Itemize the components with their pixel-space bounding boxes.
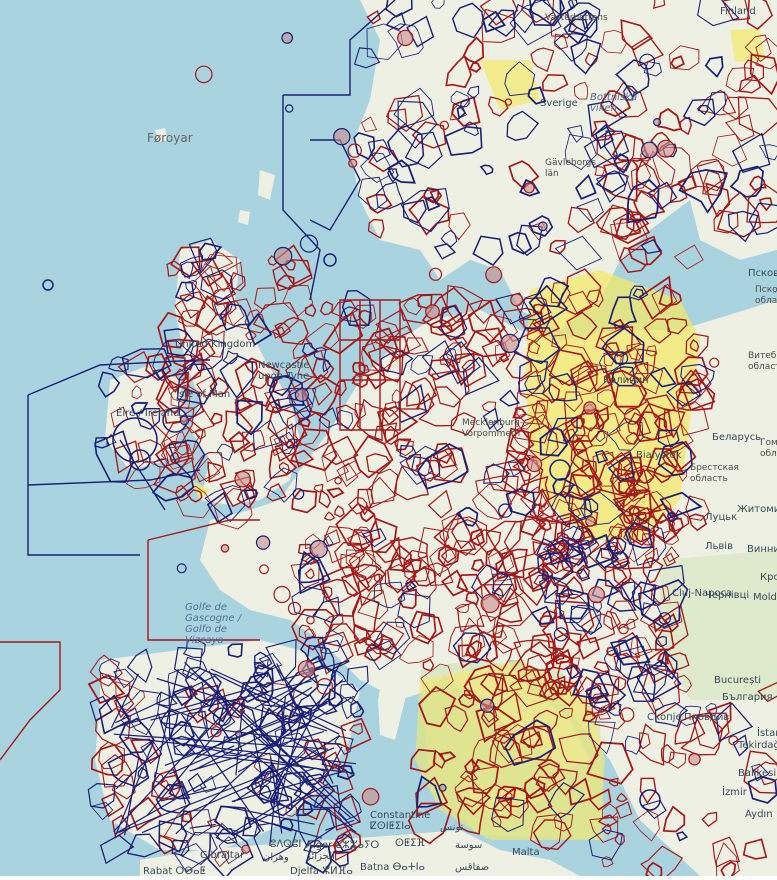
label-skopje: Скопје xyxy=(647,711,682,723)
label-zhytomyr: Житомир xyxy=(737,504,777,515)
label-lviv: Львів xyxy=(705,540,733,552)
airspace-circle[interactable] xyxy=(658,140,675,157)
airspace-circle[interactable] xyxy=(235,472,250,487)
label-moldova: Molda xyxy=(753,592,777,603)
airspace-circle[interactable] xyxy=(349,159,357,167)
label-belarus: Беларусь xyxy=(712,432,761,443)
airspace-circle[interactable] xyxy=(486,267,502,283)
label-vasterbotten: Västerbottens xyxy=(545,13,608,23)
airspace-circle[interactable] xyxy=(481,699,494,712)
label-finland: Finland xyxy=(720,6,756,17)
label-batna: Batna ⴱⴰⵜⵏⴰ xyxy=(360,862,425,873)
label-aydin: Aydın xyxy=(745,809,773,820)
label-uk: United Kingdom xyxy=(175,339,255,350)
airspace-circle[interactable] xyxy=(589,587,605,603)
airspace-circle[interactable] xyxy=(439,784,446,791)
airspace-circle[interactable] xyxy=(298,661,314,677)
airspace-circle[interactable] xyxy=(426,305,440,319)
airspace-circle[interactable] xyxy=(501,334,519,352)
label-setif: ⵙⵟⵉⴼ xyxy=(395,838,425,849)
label-istanbul: İstan xyxy=(757,726,777,739)
label-izmir: İzmir xyxy=(722,785,748,798)
label-pskov-obl: Псковобла xyxy=(755,285,777,306)
airspace-circle[interactable] xyxy=(221,545,228,552)
label-kaliningrad: Калинин xyxy=(603,375,649,386)
label-tekirdag: Tekirdağ xyxy=(737,739,777,751)
airspace-circle[interactable] xyxy=(689,754,700,765)
airspace-circle[interactable] xyxy=(334,129,350,145)
label-lutsk: Луцьк xyxy=(705,512,737,523)
label-malta: Malta xyxy=(512,847,540,858)
airspace-circle[interactable] xyxy=(654,119,661,126)
label-oujda: ⵓⴷⵕⵓⵏ xyxy=(270,839,301,850)
airspace-circle[interactable] xyxy=(511,294,523,306)
airspace-circle[interactable] xyxy=(295,388,308,401)
airspace-circle[interactable] xyxy=(586,517,596,527)
label-rabat: Rabat ⵔⴱⴰⵟ xyxy=(143,866,206,876)
airspace-circle[interactable] xyxy=(180,416,188,424)
label-sousse: سوسة xyxy=(455,840,482,851)
label-eire: Éire / Ireland xyxy=(116,406,179,419)
label-cluj: Cluj-Napoca xyxy=(672,588,732,599)
label-isle-of-man: Isle of Man xyxy=(176,389,230,400)
airspace-circle[interactable] xyxy=(274,248,291,265)
label-sverige: Sverige xyxy=(540,98,578,109)
airspace-circle[interactable] xyxy=(236,731,242,737)
label-bulgaria: България xyxy=(722,692,773,703)
airspace-circle[interactable] xyxy=(310,541,327,558)
label-vitebsk: Витебобласт xyxy=(748,351,777,372)
airspace-circle[interactable] xyxy=(527,457,541,471)
label-mecklenburg: Mecklenburg-Vorpommern xyxy=(462,418,523,439)
label-kro: Кро xyxy=(760,572,777,583)
label-bialystok: Białystok xyxy=(636,450,682,461)
label-oran: وهران xyxy=(263,852,289,863)
airspace-circle[interactable] xyxy=(524,183,534,193)
airspace-circle[interactable] xyxy=(398,30,413,45)
label-balikesir: Balıkesir xyxy=(738,768,777,779)
airspace-circle[interactable] xyxy=(282,33,293,44)
label-pskov: Псков xyxy=(748,268,777,279)
airspace-circle[interactable] xyxy=(642,142,658,158)
label-vinnytsia: Винниц xyxy=(747,544,777,555)
label-bucuresti: București xyxy=(714,675,761,686)
label-plovdiv: Пловдив xyxy=(684,712,729,723)
label-sfax: صفاقس xyxy=(455,862,489,873)
label-faroe: Føroyar xyxy=(147,131,193,145)
airspace-circle[interactable] xyxy=(257,536,270,549)
airspace-circle[interactable] xyxy=(539,222,548,231)
label-djelfa: Djelfa ⵣⵍⴼⴰ xyxy=(290,866,353,876)
label-gibraltar: Gibraltar xyxy=(200,850,245,861)
airspace-circle[interactable] xyxy=(584,402,596,414)
airspace-circle[interactable] xyxy=(362,789,378,805)
label-tunis: تونس xyxy=(440,822,464,833)
airspace-circle[interactable] xyxy=(481,595,499,613)
